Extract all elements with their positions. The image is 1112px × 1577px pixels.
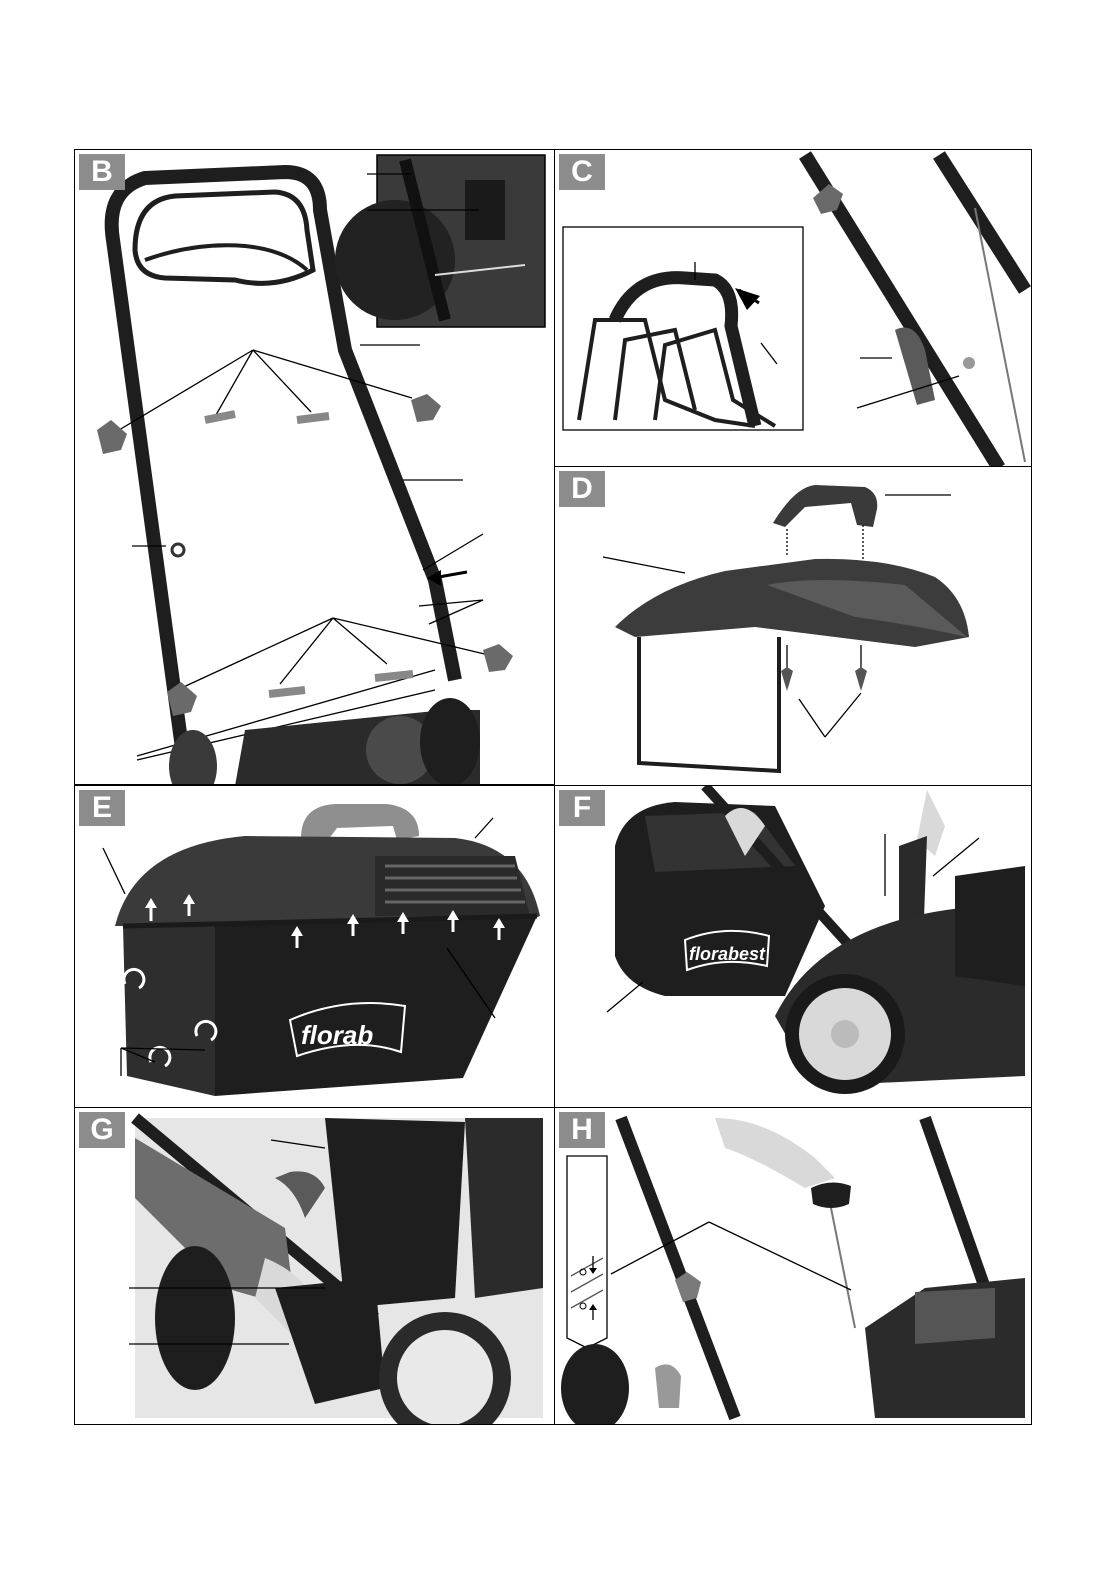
oil-dipstick-illustration — [561, 1115, 1025, 1424]
handle-tube-right — [933, 151, 1031, 294]
panel-label-c: C — [559, 154, 605, 190]
dipstick — [830, 1207, 856, 1329]
bag-side-panel — [123, 922, 215, 1096]
handle-h-left — [615, 1115, 741, 1421]
mulching-insert-illustration — [129, 1113, 543, 1424]
panel-label-b: B — [79, 154, 125, 190]
screws — [781, 667, 867, 691]
handle-h-right — [919, 1116, 991, 1290]
panel-label-d: D — [559, 471, 605, 507]
wheel-right — [420, 698, 480, 784]
bolt-bottom-left — [268, 686, 306, 698]
panel-label-h: H — [559, 1112, 605, 1148]
wheel-left — [169, 730, 217, 784]
handle-top-bar — [609, 271, 762, 428]
florabest-logo-e — [288, 1002, 407, 1058]
panel-b: B — [74, 149, 555, 785]
handle-frame — [104, 165, 462, 771]
panel-h: H — [554, 1107, 1032, 1425]
hand-h — [715, 1118, 835, 1188]
bag-top-cover — [615, 558, 969, 647]
bolt-top-left — [204, 410, 236, 424]
knob-h — [675, 1272, 701, 1302]
inset-bail-lever — [562, 226, 804, 431]
panel-e: E florab — [74, 785, 555, 1108]
bolt-top-right — [296, 412, 330, 424]
florabest-logo-text-f: florabest — [689, 944, 766, 964]
mulching-insert — [275, 1278, 385, 1404]
wheel-rear-g — [155, 1246, 235, 1390]
dipstick-cap — [811, 1182, 851, 1208]
knob-bottom-right — [483, 644, 513, 672]
bag-handle — [301, 804, 419, 844]
bolt-bottom-right — [374, 670, 414, 682]
florabest-logo-text-e: florab — [301, 1020, 373, 1050]
grass-bag-frame-illustration — [602, 485, 969, 774]
knob-top-right — [411, 394, 441, 422]
bag-hook-g — [275, 1171, 325, 1218]
panel-label-e: E — [79, 790, 125, 826]
mower-rear-g — [325, 1118, 465, 1308]
rotate-arrows — [122, 967, 218, 1068]
bag-vents — [385, 864, 525, 904]
bag-frame — [637, 637, 781, 774]
hand-left — [725, 808, 765, 856]
panel-label-g: G — [79, 1112, 125, 1148]
grass-bag-assembly-illustration: florab — [102, 804, 540, 1096]
cable-clip — [170, 542, 186, 558]
florabest-logo-f — [683, 929, 771, 972]
attach-grass-bag-illustration: florabest — [606, 786, 1025, 1094]
arm-g — [135, 1138, 295, 1308]
engine-f — [955, 866, 1025, 986]
up-arrows — [149, 898, 501, 948]
dipstick-detail — [566, 1155, 608, 1349]
panel-label-f: F — [559, 790, 605, 826]
panel-g: G — [74, 1107, 555, 1425]
wheel-h — [561, 1344, 629, 1424]
knob-c — [813, 184, 843, 214]
panel-c: C — [554, 149, 1032, 467]
cable-hook — [895, 327, 935, 405]
bowden-cable — [974, 207, 1026, 463]
carry-handle — [773, 485, 878, 527]
knob-bottom-left — [167, 682, 197, 716]
bail-lever — [132, 189, 316, 286]
knob-top-left — [97, 420, 127, 454]
bail-connection-illustration — [562, 151, 1031, 466]
panel-f: F florabest — [554, 785, 1032, 1108]
handle-assembly-illustration — [97, 154, 546, 784]
panel-d: D — [554, 466, 1032, 786]
